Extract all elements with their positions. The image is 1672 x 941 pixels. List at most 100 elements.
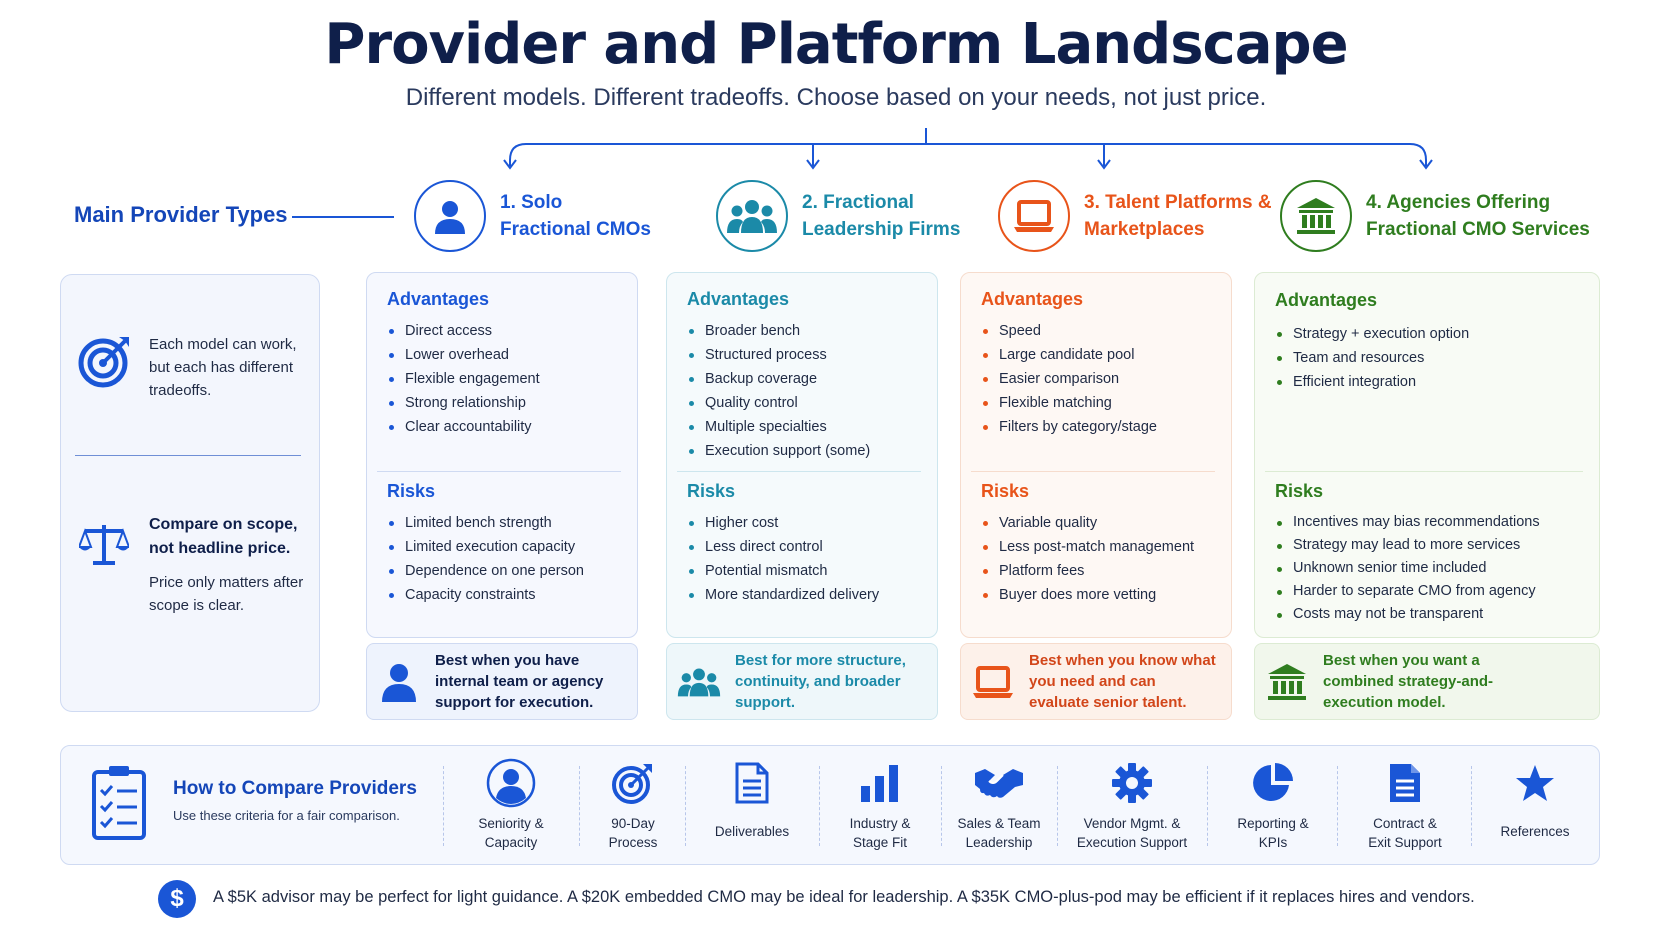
criterion-label: Sales & Team Leadership xyxy=(957,816,1041,850)
pie-chart-icon xyxy=(1251,758,1295,808)
target-icon xyxy=(78,337,129,388)
list-item: Strong relationship xyxy=(387,391,540,415)
provider-card-solo: Advantages Direct access Lower overhead … xyxy=(366,272,638,638)
list-item: Strategy may lead to more services xyxy=(1275,534,1540,557)
compare-title: How to Compare Providers xyxy=(173,778,417,799)
list-item: Speed xyxy=(981,319,1157,343)
checklist-icon xyxy=(92,766,146,840)
risks-list: Limited bench strength Limited execution… xyxy=(387,511,584,607)
provider-platforms: 3. Talent Platforms & Marketplaces xyxy=(998,178,1272,254)
laptop-icon xyxy=(961,664,1015,700)
list-item: Buyer does more vetting xyxy=(981,583,1194,607)
best-when-solo: Best when you have internal team or agen… xyxy=(366,643,638,720)
provider-title: 4. Agencies Offering Fractional CMO Serv… xyxy=(1366,192,1590,240)
advantages-heading: Advantages xyxy=(1275,290,1378,310)
list-item: Costs may not be transparent xyxy=(1275,603,1540,626)
advantages-list: Strategy + execution option Team and res… xyxy=(1275,322,1469,394)
provider-firms: 2. Fractional Leadership Firms xyxy=(716,178,960,254)
side-note-price: Price only matters after scope is clear. xyxy=(149,574,304,614)
list-item: Limited execution capacity xyxy=(387,535,584,559)
best-when-firms: Best for more structure, continuity, and… xyxy=(666,643,938,720)
list-item: Backup coverage xyxy=(687,367,870,391)
separator xyxy=(443,766,444,846)
list-item: Unknown senior time included xyxy=(1275,557,1540,580)
card-divider xyxy=(677,471,921,472)
side-note-tradeoffs: Each model can work, but each has differ… xyxy=(149,336,297,399)
provider-title: 2. Fractional Leadership Firms xyxy=(802,192,961,240)
advantages-heading: Advantages xyxy=(981,289,1084,309)
list-item: Higher cost xyxy=(687,511,879,535)
list-item: Lower overhead xyxy=(387,343,540,367)
list-item: Large candidate pool xyxy=(981,343,1157,367)
page-subtitle: Different models. Different tradeoffs. C… xyxy=(405,84,1267,111)
list-item: Incentives may bias recommendations xyxy=(1275,511,1540,534)
advantages-list: Direct access Lower overhead Flexible en… xyxy=(387,319,540,439)
provider-title: 1. Solo Fractional CMOs xyxy=(500,192,651,240)
person-icon xyxy=(414,180,486,252)
separator xyxy=(941,766,942,846)
list-item: Filters by category/stage xyxy=(981,415,1157,439)
separator xyxy=(1337,766,1338,846)
card-divider xyxy=(1265,471,1583,472)
bar-chart-icon xyxy=(859,758,901,808)
criterion-label: 90-Day Process xyxy=(608,816,658,850)
criterion-label: Reporting & KPIs xyxy=(1237,816,1309,850)
provider-card-agencies: Advantages Strategy + execution option T… xyxy=(1254,272,1600,638)
building-icon xyxy=(1280,180,1352,252)
advantages-list: Broader bench Structured process Backup … xyxy=(687,319,870,463)
separator xyxy=(1057,766,1058,846)
risks-heading: Risks xyxy=(687,481,736,501)
list-item: Variable quality xyxy=(981,511,1194,535)
side-note-compare-scope: Compare on scope, not headline price. xyxy=(149,516,298,557)
document-icon xyxy=(734,758,770,808)
list-item: Quality control xyxy=(687,391,870,415)
list-item: Efficient integration xyxy=(1275,370,1469,394)
separator xyxy=(579,766,580,846)
risks-list: Variable quality Less post-match managem… xyxy=(981,511,1194,607)
provider-card-platforms: Advantages Speed Large candidate pool Ea… xyxy=(960,272,1232,638)
list-item: Less post-match management xyxy=(981,535,1194,559)
criterion-references: References xyxy=(1475,758,1595,854)
footer-note: A $5K advisor may be perfect for light g… xyxy=(213,888,1475,906)
risks-heading: Risks xyxy=(1275,481,1324,501)
best-when-text: Best when you know what you need and can… xyxy=(1029,652,1216,711)
separator xyxy=(819,766,820,846)
criterion-deliverables: Deliverables xyxy=(689,758,815,854)
criterion-seniority: Seniority & Capacity xyxy=(451,758,571,854)
criterion-label: Industry & Stage Fit xyxy=(849,816,911,850)
list-item: Less direct control xyxy=(687,535,879,559)
advantages-list: Speed Large candidate pool Easier compar… xyxy=(981,319,1157,439)
best-when-text: Best when you have internal team or agen… xyxy=(435,652,604,711)
list-item: Easier comparison xyxy=(981,367,1157,391)
risks-heading: Risks xyxy=(981,481,1030,501)
criterion-label: Deliverables xyxy=(714,824,790,839)
criterion-industry: Industry & Stage Fit xyxy=(823,758,937,854)
card-divider xyxy=(377,471,621,472)
provider-solo: 1. Solo Fractional CMOs xyxy=(414,178,651,254)
card-divider xyxy=(971,471,1215,472)
criterion-90-day: 90-Day Process xyxy=(583,758,683,854)
separator xyxy=(1471,766,1472,846)
list-item: Flexible engagement xyxy=(387,367,540,391)
list-item: More standardized delivery xyxy=(687,583,879,607)
main-provider-types-label: Main Provider Types xyxy=(74,202,288,227)
provider-title: 3. Talent Platforms & Marketplaces xyxy=(1084,192,1272,240)
list-item: Potential mismatch xyxy=(687,559,879,583)
criterion-label: Vendor Mgmt. & Execution Support xyxy=(1076,816,1188,850)
person-circle-icon xyxy=(486,758,536,808)
advantages-heading: Advantages xyxy=(387,289,490,309)
side-notes-card: Each model can work, but each has differ… xyxy=(60,274,320,712)
list-item: Harder to separate CMO from agency xyxy=(1275,580,1540,603)
person-icon xyxy=(367,662,421,702)
provider-agencies: 4. Agencies Offering Fractional CMO Serv… xyxy=(1280,178,1590,254)
list-item: Direct access xyxy=(387,319,540,343)
best-when-text: Best when you want a combined strategy-a… xyxy=(1323,652,1494,711)
criterion-contract: Contract & Exit Support xyxy=(1341,758,1469,854)
list-item: Multiple specialties xyxy=(687,415,870,439)
team-icon xyxy=(667,664,721,700)
criterion-label: References xyxy=(1500,824,1570,839)
target-icon xyxy=(611,758,655,808)
list-item: Strategy + execution option xyxy=(1275,322,1469,346)
criterion-label: Contract & Exit Support xyxy=(1368,816,1442,850)
laptop-icon xyxy=(998,180,1070,252)
